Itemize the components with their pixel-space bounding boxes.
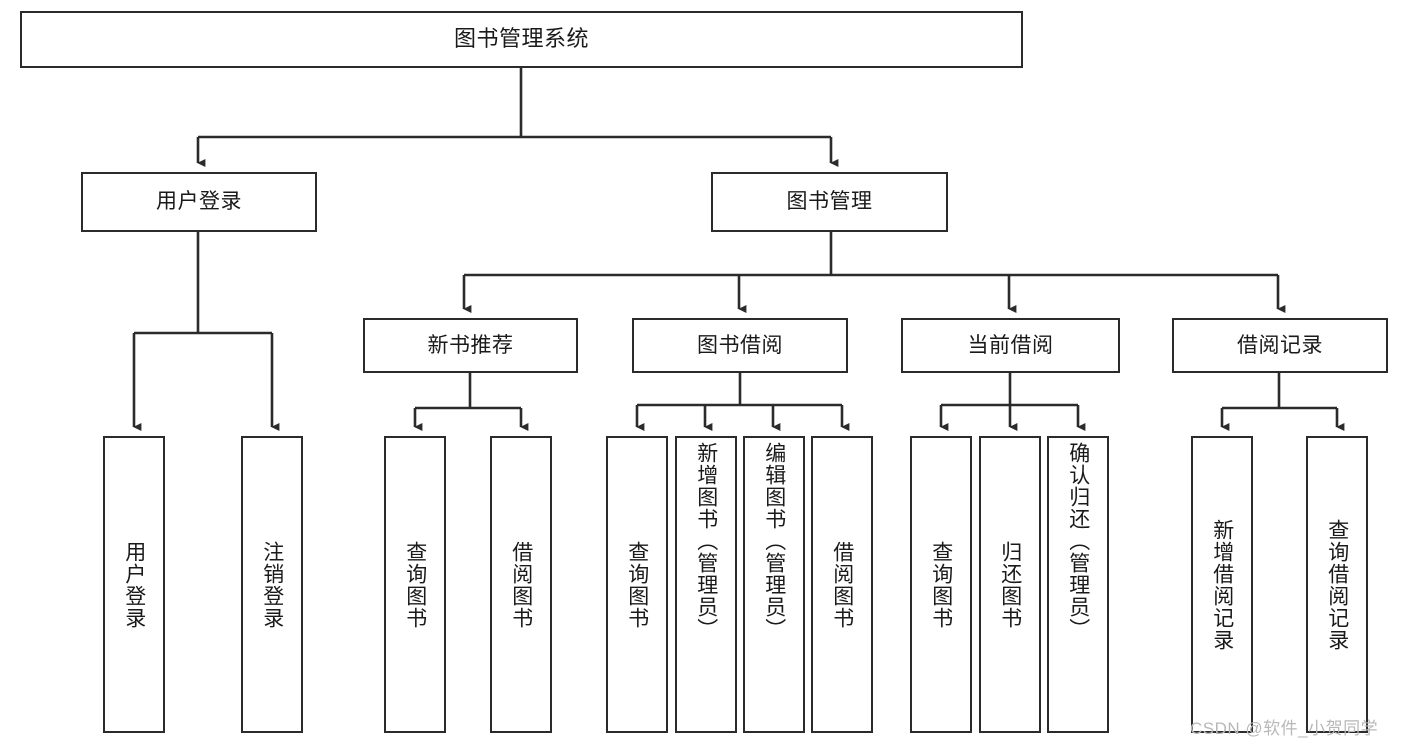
leaf-logout-login[interactable]: 注销登录 (241, 436, 303, 733)
leaf-query-book-current[interactable]: 查询图书 (910, 436, 972, 733)
node-label: 编辑图书（管理员） (762, 442, 786, 640)
node-label: 查询图书 (625, 540, 649, 629)
leaf-return-book[interactable]: 归还图书 (979, 436, 1041, 733)
leaf-confirm-return-admin[interactable]: 确认归还（管理员） (1047, 436, 1109, 733)
leaf-add-borrow-record[interactable]: 新增借阅记录 (1191, 436, 1253, 733)
node-label: 借阅图书 (509, 540, 533, 629)
node-label: 新书推荐 (427, 333, 514, 357)
node-book-management[interactable]: 图书管理 (711, 172, 948, 232)
watermark-csdn: CSDN @软件_小贺同学 (1190, 719, 1379, 738)
node-book-borrow[interactable]: 图书借阅 (632, 318, 848, 373)
leaf-query-book-recommend[interactable]: 查询图书 (384, 436, 446, 733)
node-label: 查询借阅记录 (1325, 518, 1349, 651)
node-label: 图书管理 (786, 190, 873, 214)
leaf-borrow-book-borrow[interactable]: 借阅图书 (811, 436, 873, 733)
node-new-book-recommend[interactable]: 新书推荐 (363, 318, 578, 373)
leaf-edit-book-admin[interactable]: 编辑图书（管理员） (743, 436, 805, 733)
node-borrow-record[interactable]: 借阅记录 (1172, 318, 1388, 373)
node-label: 确认归还（管理员） (1066, 442, 1090, 640)
node-label: 用户登录 (156, 190, 242, 214)
leaf-user-login[interactable]: 用户登录 (103, 436, 165, 733)
leaf-query-borrow-record[interactable]: 查询借阅记录 (1306, 436, 1368, 733)
node-user-login[interactable]: 用户登录 (81, 172, 317, 232)
node-label: 用户登录 (122, 540, 146, 629)
node-label: 注销登录 (260, 540, 284, 629)
node-root-book-management-system[interactable]: 图书管理系统 (20, 11, 1023, 68)
node-label: 新增借阅记录 (1210, 518, 1234, 651)
node-label: 图书管理系统 (453, 26, 589, 52)
node-label: 借阅图书 (830, 540, 854, 629)
leaf-add-book-admin[interactable]: 新增图书（管理员） (675, 436, 737, 733)
node-label: 查询图书 (929, 540, 953, 629)
node-current-borrow[interactable]: 当前借阅 (901, 318, 1120, 373)
node-label: 查询图书 (403, 540, 427, 629)
leaf-query-book-borrow[interactable]: 查询图书 (606, 436, 668, 733)
node-label: 当前借阅 (967, 333, 1054, 357)
node-label: 归还图书 (998, 540, 1022, 629)
leaf-borrow-book-recommend[interactable]: 借阅图书 (490, 436, 552, 733)
node-label: 新增图书（管理员） (694, 442, 718, 640)
node-label: 借阅记录 (1237, 333, 1323, 357)
node-label: 图书借阅 (697, 333, 783, 357)
